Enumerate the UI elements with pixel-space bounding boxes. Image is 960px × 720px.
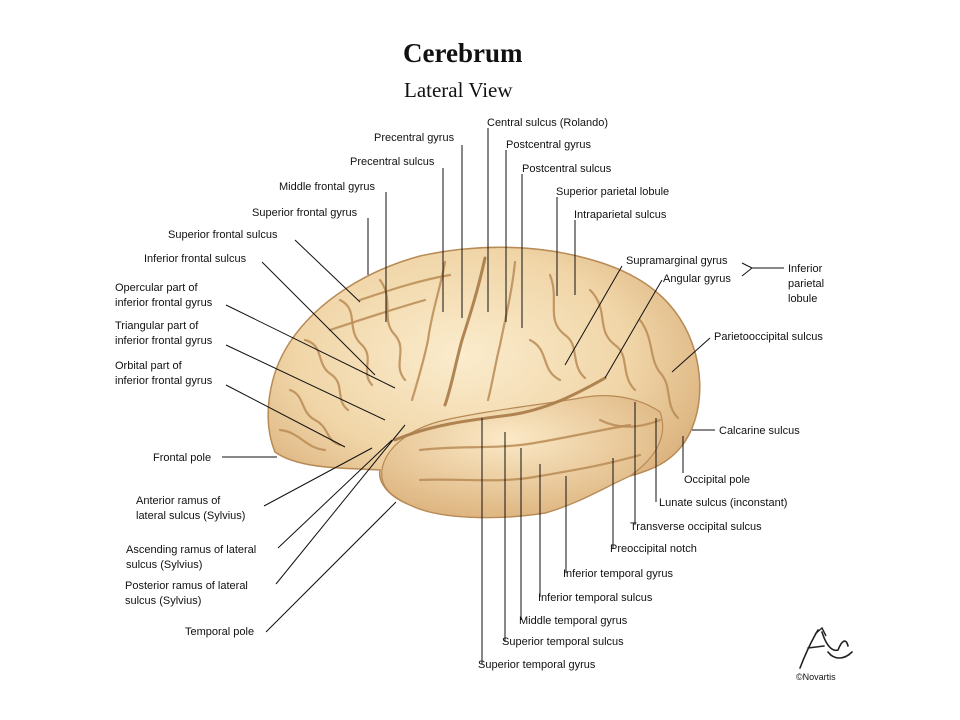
label-temporal-pole: Temporal pole (185, 626, 254, 638)
label-inferior-frontal-sulcus: Inferior frontal sulcus (144, 253, 247, 265)
label-inferior-parietal-lobule-3: lobule (788, 293, 817, 305)
label-occipital-pole: Occipital pole (684, 474, 750, 486)
lateral-sulcus (393, 376, 607, 442)
label-anterior-ramus-1: Anterior ramus of (136, 495, 221, 507)
label-superior-temporal-sulcus: Superior temporal sulcus (502, 636, 624, 648)
label-middle-temporal-gyrus: Middle temporal gyrus (519, 615, 628, 627)
label-orbital-part-1: Orbital part of (115, 360, 183, 372)
label-transverse-occipital-sulcus: Transverse occipital sulcus (630, 521, 762, 533)
central-sulcus-line (443, 256, 487, 407)
label-triangular-part-1: Triangular part of (115, 320, 199, 332)
labels: Central sulcus (Rolando) Precentral gyru… (115, 117, 824, 671)
label-postcentral-sulcus: Postcentral sulcus (522, 163, 612, 175)
label-precentral-sulcus: Precentral sulcus (350, 156, 435, 168)
label-middle-frontal-gyrus: Middle frontal gyrus (279, 181, 375, 193)
label-preoccipital-notch: Preoccipital notch (610, 543, 697, 555)
label-opercular-part-2: inferior frontal gyrus (115, 297, 213, 309)
netter-signature-logo: ©Novartis (796, 626, 853, 682)
label-inferior-parietal-lobule-1: Inferior (788, 263, 823, 275)
label-inferior-temporal-gyrus: Inferior temporal gyrus (563, 568, 674, 580)
diagram-title: Cerebrum (403, 38, 523, 68)
label-orbital-part-2: inferior frontal gyrus (115, 375, 213, 387)
label-superior-frontal-gyrus: Superior frontal gyrus (252, 207, 358, 219)
label-intraparietal-sulcus: Intraparietal sulcus (574, 209, 667, 221)
leader-lines (222, 128, 784, 664)
label-central-sulcus: Central sulcus (Rolando) (487, 117, 608, 129)
signature-credit: ©Novartis (796, 672, 836, 682)
label-inferior-parietal-lobule-2: parietal (788, 278, 824, 290)
label-angular-gyrus: Angular gyrus (663, 273, 731, 285)
label-frontal-pole: Frontal pole (153, 452, 211, 464)
temporal-lobe (381, 395, 664, 519)
label-lunate-sulcus: Lunate sulcus (inconstant) (659, 497, 787, 509)
label-posterior-ramus-1: Posterior ramus of lateral (125, 580, 248, 592)
label-parietooccipital-sulcus: Parietooccipital sulcus (714, 331, 823, 343)
label-triangular-part-2: inferior frontal gyrus (115, 335, 213, 347)
label-postcentral-gyrus: Postcentral gyrus (506, 139, 591, 151)
label-supramarginal-gyrus: Supramarginal gyrus (626, 255, 728, 267)
label-superior-temporal-gyrus: Superior temporal gyrus (478, 659, 596, 671)
label-anterior-ramus-2: lateral sulcus (Sylvius) (136, 510, 245, 522)
label-superior-frontal-sulcus: Superior frontal sulcus (168, 229, 278, 241)
label-ascending-ramus-1: Ascending ramus of lateral (126, 544, 256, 556)
label-posterior-ramus-2: sulcus (Sylvius) (125, 595, 201, 607)
label-ascending-ramus-2: sulcus (Sylvius) (126, 559, 202, 571)
diagram-subtitle: Lateral View (404, 78, 513, 102)
label-precentral-gyrus: Precentral gyrus (374, 132, 455, 144)
label-inferior-temporal-sulcus: Inferior temporal sulcus (538, 592, 653, 604)
label-calcarine-sulcus: Calcarine sulcus (719, 425, 800, 437)
label-superior-parietal-lobule: Superior parietal lobule (556, 186, 669, 198)
label-opercular-part-1: Opercular part of (115, 282, 198, 294)
brain-illustration (267, 246, 701, 519)
